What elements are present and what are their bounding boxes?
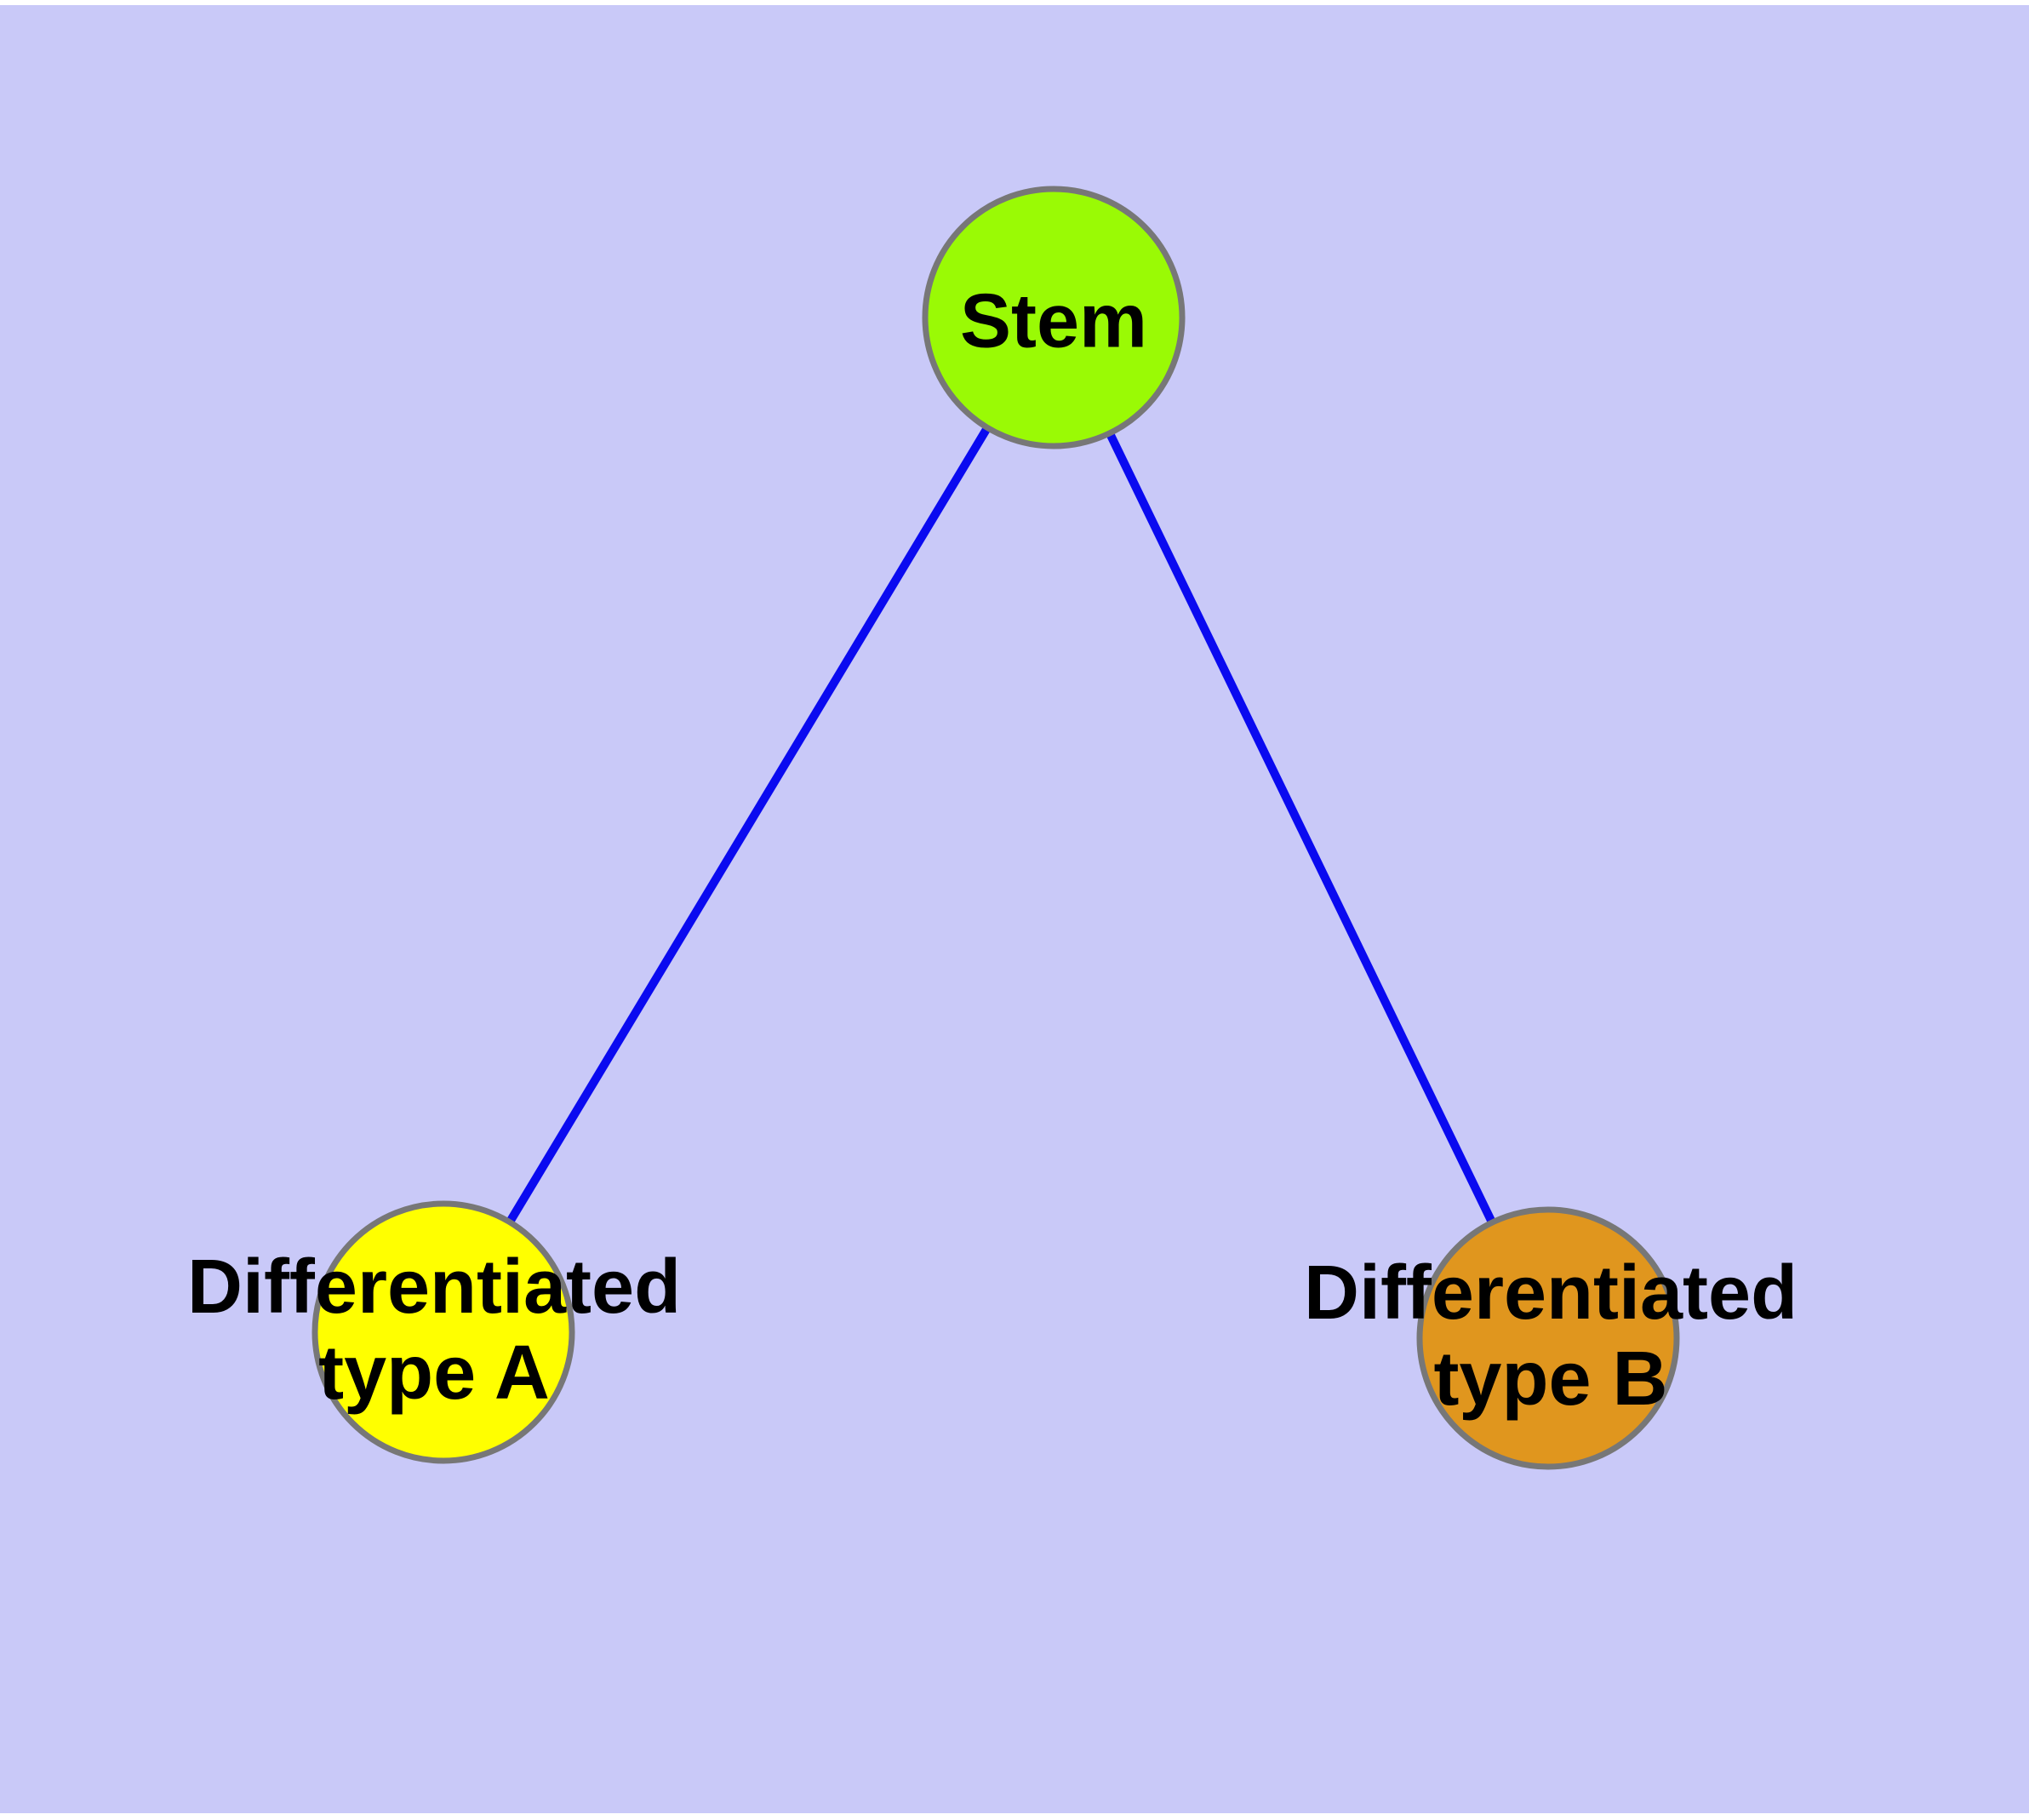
node-type-b-label-line1: Differentiated: [1303, 1251, 1798, 1336]
edge-stem-to-type-b: [1049, 315, 1552, 1341]
node-stem-circle: [922, 186, 1186, 449]
node-type-b-label: Differentiated type B: [1304, 1251, 1798, 1422]
node-type-b-circle: [1416, 1206, 1680, 1470]
edge-stem-to-type-a: [439, 315, 1058, 1335]
node-type-a-label: Differentiated type A: [187, 1245, 681, 1417]
node-type-a-label-line1: Differentiated: [186, 1245, 682, 1330]
node-type-b-label-line2: type B: [1433, 1336, 1668, 1422]
node-stem-label: Stem: [959, 278, 1148, 364]
node-type-a-circle: [311, 1200, 575, 1464]
node-type-a-label-line2: type A: [318, 1331, 550, 1416]
